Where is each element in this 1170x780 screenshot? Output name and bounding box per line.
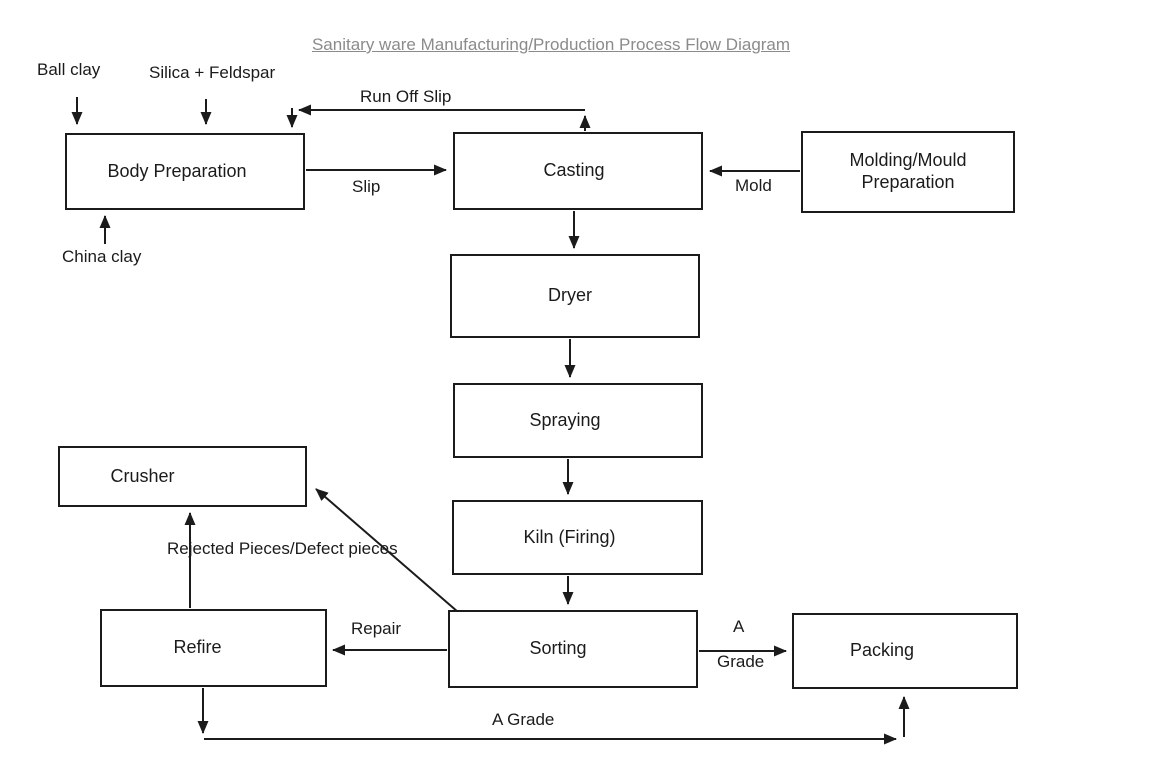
label-slip: Slip	[352, 177, 381, 196]
label-china-clay: China clay	[62, 247, 142, 266]
node-casting-label: Casting	[543, 160, 605, 181]
node-spraying: Spraying	[453, 383, 703, 458]
node-body-preparation: Body Preparation	[65, 133, 305, 210]
node-molding-mould-preparation-label: Molding/Mould Preparation	[849, 150, 967, 192]
node-refire-label: Refire	[173, 637, 222, 658]
node-kiln-firing-label: Kiln (Firing)	[523, 526, 616, 547]
node-crusher: Crusher	[58, 446, 307, 507]
node-packing: Packing	[792, 613, 1018, 689]
node-refire: Refire	[100, 609, 327, 687]
label-a-grade-bottom: A Grade	[492, 710, 555, 729]
label-a-grade-right-line2: Grade	[717, 652, 765, 671]
node-spraying-label: Spraying	[529, 409, 601, 430]
node-sorting-label: Sorting	[529, 638, 587, 659]
label-silica-feldspar: Silica + Feldspar	[149, 63, 276, 82]
node-casting: Casting	[453, 132, 703, 210]
node-sorting: Sorting	[448, 610, 698, 688]
diagram-title: Sanitary ware Manufacturing/Production P…	[311, 35, 791, 54]
label-repair: Repair	[351, 619, 402, 638]
node-dryer-label: Dryer	[548, 285, 592, 306]
edge-sorting-to-crusher-rejected	[315, 488, 459, 613]
node-body-preparation-label: Body Preparation	[107, 160, 247, 181]
node-molding-mould-preparation: Molding/Mould Preparation	[801, 131, 1015, 213]
label-a-grade-right-line1: A	[733, 617, 745, 636]
node-packing-label: Packing	[849, 640, 915, 661]
node-dryer: Dryer	[450, 254, 700, 338]
label-rejected-pieces: Rejected Pieces/Defect pieces	[167, 539, 398, 558]
label-ball-clay: Ball clay	[37, 60, 101, 79]
node-kiln-firing: Kiln (Firing)	[452, 500, 703, 575]
node-crusher-label: Crusher	[110, 465, 175, 486]
label-mold: Mold	[735, 176, 772, 195]
label-run-off-slip: Run Off Slip	[360, 87, 452, 106]
